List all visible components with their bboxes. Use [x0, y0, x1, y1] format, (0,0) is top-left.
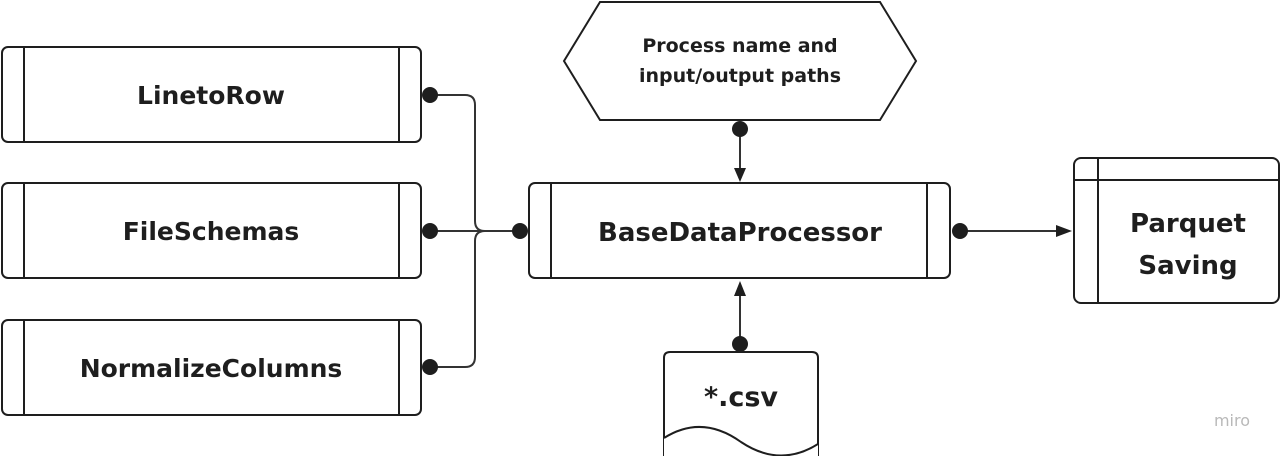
connector-normalizecolumns-to-processor [430, 230, 486, 368]
node-normalizecolumns[interactable]: NormalizeColumns [1, 319, 422, 416]
arrowhead-right-icon [1056, 225, 1072, 237]
node-csv-label: *.csv [704, 382, 778, 413]
node-process-params[interactable]: Process name and input/output paths [562, 1, 918, 121]
node-fileschemas-label: FileSchemas [123, 217, 300, 246]
linetorow-connection-dot[interactable] [422, 87, 438, 103]
node-process-params-label-line2: input/output paths [639, 65, 841, 87]
processor-output-connection-dot[interactable] [952, 223, 968, 239]
node-parquet-label-line2: Saving [1138, 251, 1237, 281]
node-csv-document[interactable]: *.csv [663, 351, 819, 456]
node-linetorow[interactable]: LinetoRow [1, 46, 422, 143]
connectors [430, 94, 1072, 368]
node-parquet-label-line1: Parquet [1130, 209, 1246, 239]
node-basedataprocessor[interactable]: BaseDataProcessor [528, 182, 951, 279]
arrowhead-up-icon [734, 281, 746, 296]
node-fileschemas[interactable]: FileSchemas [1, 182, 422, 279]
connection-points [422, 87, 968, 375]
node-normalizecolumns-label: NormalizeColumns [80, 354, 343, 383]
node-parquet-saving[interactable]: Parquet Saving [1073, 157, 1280, 304]
connector-linetorow-to-processor [430, 94, 520, 232]
node-basedataprocessor-label: BaseDataProcessor [598, 218, 882, 248]
params-connection-dot[interactable] [732, 121, 748, 137]
fileschemas-connection-dot[interactable] [422, 223, 438, 239]
arrowhead-down-icon [734, 168, 746, 182]
csv-document-wave [664, 426, 818, 456]
miro-watermark: miro [1214, 411, 1250, 430]
processor-input-connection-dot[interactable] [512, 223, 528, 239]
normalizecolumns-connection-dot[interactable] [422, 359, 438, 375]
node-linetorow-label: LinetoRow [137, 81, 285, 110]
node-process-params-label-line1: Process name and [642, 35, 837, 57]
csv-connection-dot[interactable] [732, 336, 748, 352]
